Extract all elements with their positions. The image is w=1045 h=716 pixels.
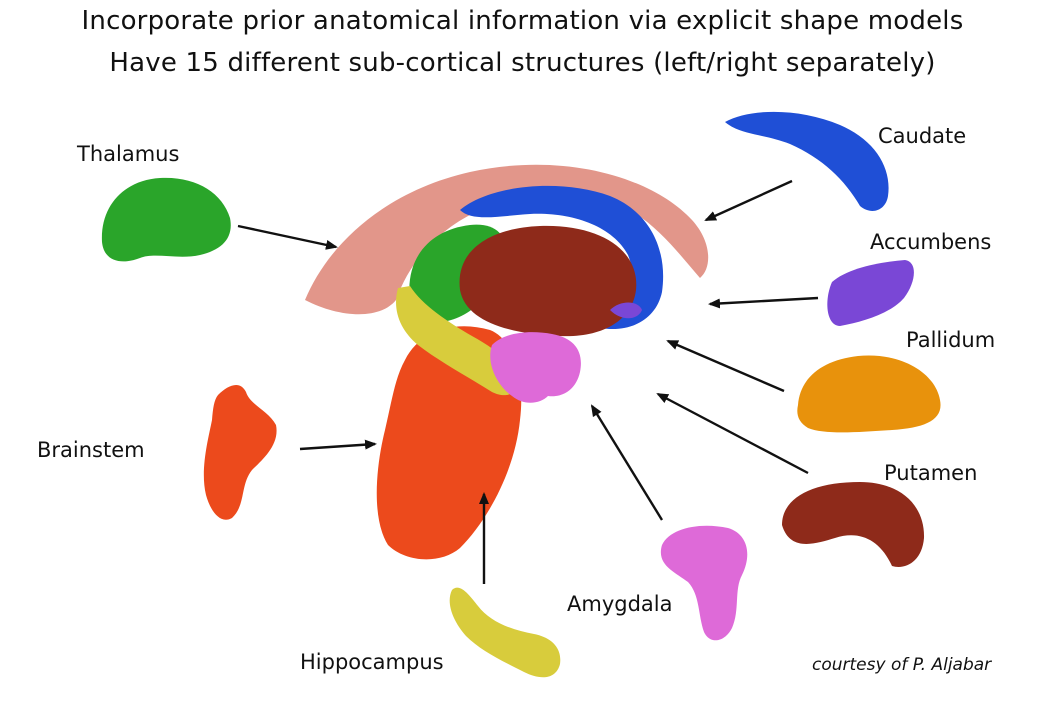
thalamus-shape <box>101 177 231 262</box>
putamen-label: Putamen <box>884 461 978 485</box>
composite-hippocampus-shape <box>396 286 519 396</box>
pallidum-arrow <box>666 339 785 393</box>
amygdala-shape <box>660 525 748 641</box>
composite-amygdala-shape <box>490 332 581 403</box>
composite-putamen-shape <box>459 225 637 337</box>
thalamus-arrow <box>237 224 338 250</box>
putamen-shape <box>782 482 925 567</box>
caudate-shape <box>725 111 889 211</box>
accumbens-label: Accumbens <box>870 230 992 254</box>
accumbens-shape <box>827 260 914 326</box>
pallidum-shape <box>797 355 941 433</box>
composite-accumbens-shape <box>610 302 642 319</box>
slide-title-line-1: Incorporate prior anatomical information… <box>81 6 964 36</box>
hippocampus-shape <box>449 587 561 678</box>
putamen-arrow <box>656 392 809 475</box>
amygdala-arrow <box>590 404 664 521</box>
brainstem-shape <box>203 384 277 520</box>
brainstem-arrow <box>299 439 377 451</box>
slide-title-line-2: Have 15 different sub-cortical structure… <box>109 48 936 78</box>
accumbens-arrow <box>708 296 819 309</box>
brainstem-label: Brainstem <box>37 438 145 462</box>
caudate-label: Caudate <box>878 124 967 148</box>
caudate-arrow <box>704 179 793 222</box>
pallidum-label: Pallidum <box>906 328 996 352</box>
composite-caudate-shape <box>460 185 664 330</box>
thalamus-label: Thalamus <box>77 142 180 166</box>
composite-brain-model <box>305 164 709 560</box>
hippocampus-label: Hippocampus <box>300 650 444 674</box>
image-credit: courtesy of P. Aljabar <box>812 655 992 675</box>
amygdala-label: Amygdala <box>567 592 673 616</box>
